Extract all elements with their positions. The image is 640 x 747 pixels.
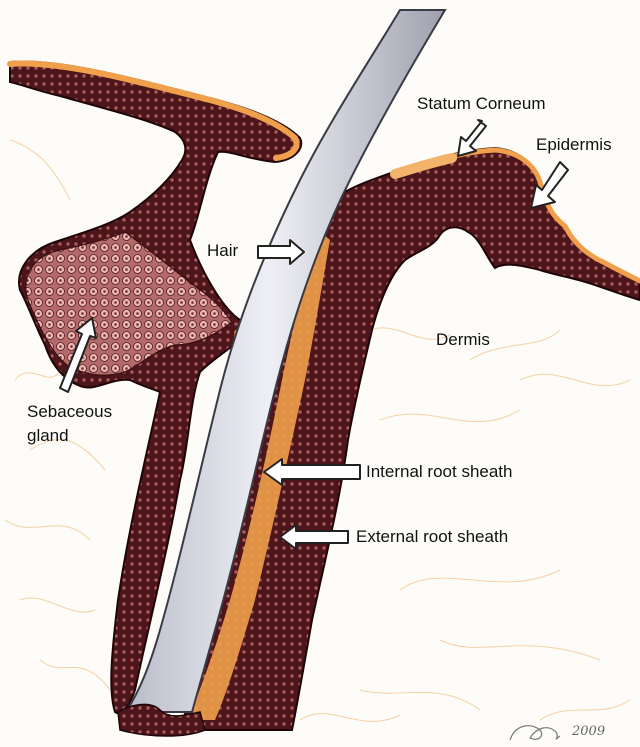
stratum-corneum-label: Statum Corneum: [417, 93, 546, 115]
signature-year: 2009: [572, 724, 605, 739]
external-root-sheath-label: External root sheath: [356, 526, 508, 548]
epidermis-arrow: [531, 162, 568, 208]
hair-label: Hair: [207, 240, 238, 262]
internal-root-sheath-label: Internal root sheath: [366, 461, 512, 483]
sebaceous-label-line2: gland: [27, 425, 69, 447]
sebaceous-label-line1: Sebaceous: [27, 401, 112, 423]
dermis-label: Dermis: [436, 329, 490, 351]
epidermis-label: Epidermis: [536, 134, 612, 156]
signature-mark: [510, 726, 560, 740]
